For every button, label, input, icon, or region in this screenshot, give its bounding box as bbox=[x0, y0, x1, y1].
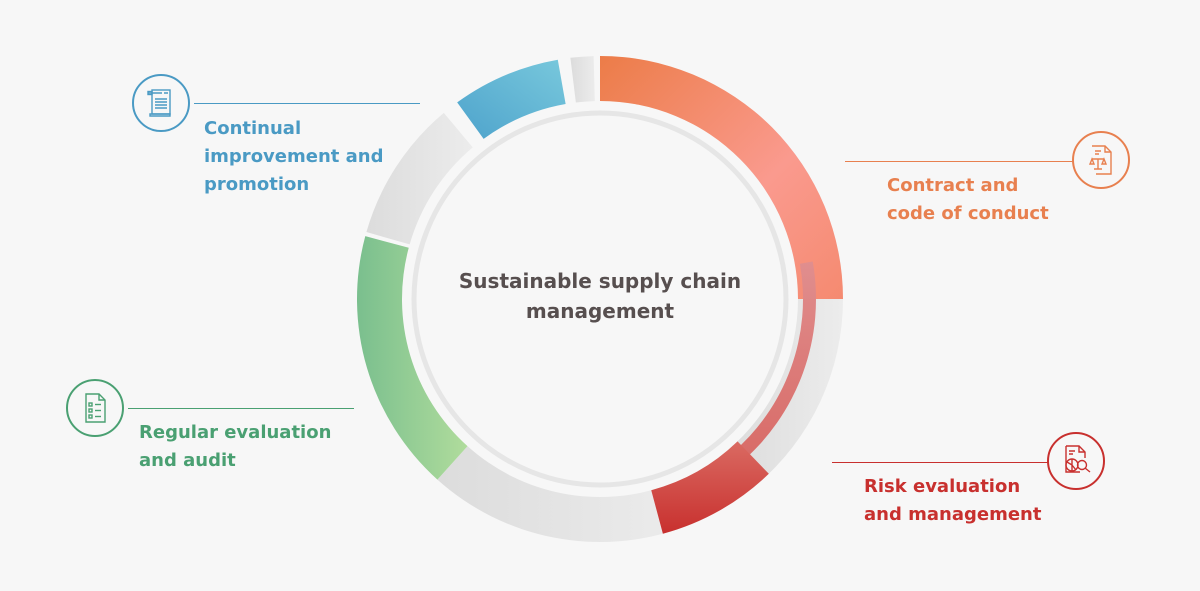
segment-contract bbox=[600, 56, 843, 299]
label-line: improvement and bbox=[204, 146, 384, 167]
label-line: promotion bbox=[204, 174, 310, 195]
contract-scales-icon bbox=[1088, 145, 1112, 175]
continual-improvement-leader-line bbox=[194, 103, 420, 104]
report-magnifier-icon bbox=[1065, 445, 1091, 473]
label-contract: Contract and code of conduct bbox=[887, 172, 1049, 228]
ring-track-bottom bbox=[437, 446, 684, 542]
continual-improvement-icon-badge bbox=[132, 74, 190, 132]
label-regular-evaluation: Regular evaluation and audit bbox=[139, 419, 331, 475]
contract-icon-badge bbox=[1072, 131, 1130, 189]
label-line: Continual bbox=[204, 118, 302, 139]
label-line: Contract and bbox=[887, 175, 1019, 196]
segment-risk bbox=[651, 441, 769, 534]
label-line: Regular evaluation bbox=[139, 422, 332, 443]
segment-risk-inner bbox=[730, 261, 816, 465]
contract-leader-line bbox=[845, 161, 1073, 162]
segment-regular-evaluation bbox=[357, 236, 468, 480]
label-line: Risk evaluation bbox=[864, 476, 1021, 497]
label-line: and management bbox=[864, 504, 1042, 525]
document-scroll-icon bbox=[147, 89, 171, 117]
center-title-line2: management bbox=[525, 299, 675, 323]
ring-track-left bbox=[366, 112, 473, 245]
center-title: Sustainable supply chain management bbox=[430, 266, 770, 326]
segment-continual-improvement bbox=[457, 59, 566, 139]
label-continual-improvement: Continual improvement and promotion bbox=[204, 115, 384, 199]
label-line: code of conduct bbox=[887, 203, 1049, 224]
regular-evaluation-leader-line bbox=[128, 408, 354, 409]
risk-leader-line bbox=[832, 462, 1048, 463]
regular-evaluation-icon-badge bbox=[66, 379, 124, 437]
risk-icon-badge bbox=[1047, 432, 1105, 490]
label-risk: Risk evaluation and management bbox=[864, 473, 1041, 529]
ring-track-top-small bbox=[570, 56, 595, 103]
label-line: and audit bbox=[139, 450, 236, 471]
center-title-line1: Sustainable supply chain bbox=[458, 269, 742, 293]
checklist-icon bbox=[85, 393, 106, 423]
